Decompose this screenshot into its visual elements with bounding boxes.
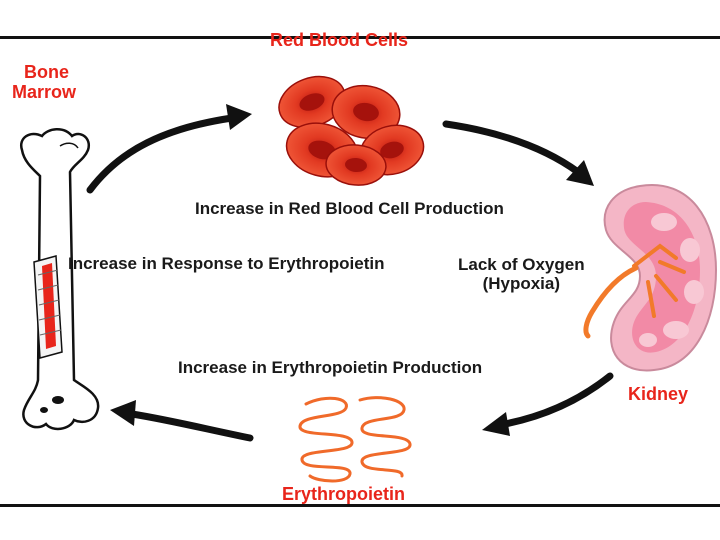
label-red-blood-cells: Red Blood Cells	[270, 30, 409, 50]
femur-bone-image	[19, 128, 100, 431]
label-increase-epo-production: Increase in Erythropoietin Production	[178, 358, 483, 377]
kidney-image	[583, 184, 718, 372]
label-increase-response: Increase in Response to Erythropoietin	[68, 254, 385, 273]
top-frame-line	[0, 36, 720, 39]
label-bone: Bone	[24, 62, 69, 82]
arrow-epo-to-bone	[110, 400, 254, 442]
label-lack-of-oxygen: Lack of Oxygen (Hypoxia)	[458, 255, 585, 293]
label-marrow: Marrow	[12, 82, 77, 103]
bottom-frame-line	[0, 504, 720, 507]
label-hypoxia: (Hypoxia)	[482, 274, 561, 294]
erythropoietin-strand-image	[298, 396, 412, 483]
label-kidney: Kidney	[628, 384, 689, 404]
label-bone-marrow: Bone Marrow	[12, 62, 76, 102]
red-blood-cells-image	[278, 75, 425, 186]
arrow-bone-to-rbc	[86, 104, 252, 194]
arrow-kidney-to-epo	[482, 372, 614, 436]
label-erythropoietin: Erythropoietin	[282, 484, 406, 504]
arrow-rbc-to-kidney	[442, 120, 594, 186]
label-lack-oxygen-line1: Lack of Oxygen	[458, 255, 585, 274]
label-increase-rbc-production: Increase in Red Blood Cell Production	[195, 199, 504, 218]
